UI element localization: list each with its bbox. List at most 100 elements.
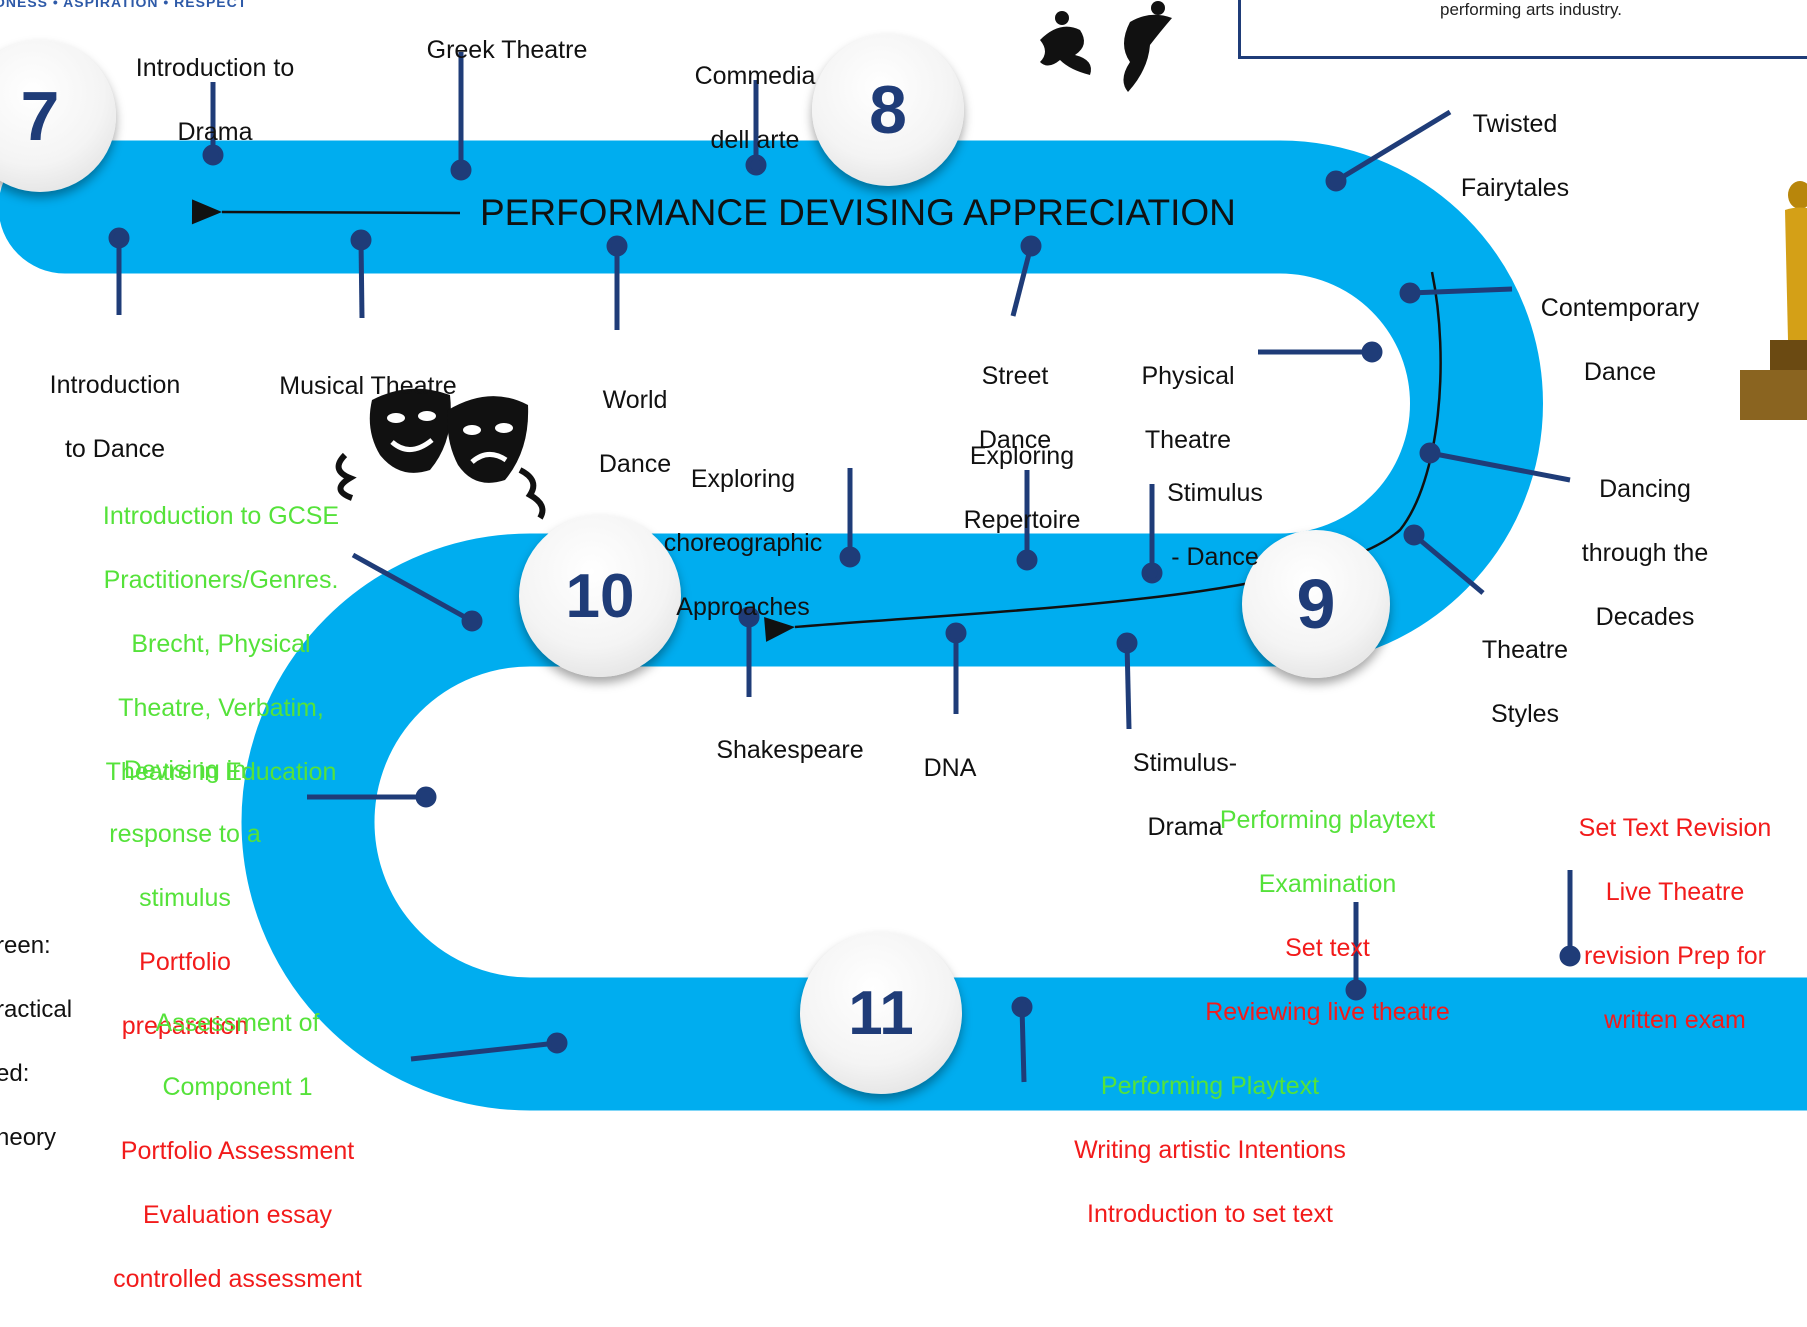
topic-physical-theatre: Physical Theatre — [1118, 328, 1258, 488]
topic-dancing-decades: Dancing through the Decades — [1560, 441, 1730, 665]
topic-assessment: Assessment of Component 1 Portfolio Asse… — [95, 975, 380, 1327]
pathway-banner: PERFORMANCE DEVISING APPRECIATION — [480, 192, 1236, 233]
label-line: Evaluation essay — [142, 1201, 332, 1229]
label-line: to Dance — [64, 435, 166, 463]
label-line: Stimulus — [1167, 479, 1263, 507]
topic-street-dance: Street Dance — [960, 328, 1070, 488]
label-line: Set text — [1285, 934, 1370, 962]
arrow-top — [191, 199, 461, 225]
label-line: response to a — [109, 820, 261, 848]
label-line: revision Prep for — [1583, 942, 1767, 970]
topic-shakespeare: Shakespeare — [700, 702, 880, 798]
label-line: Dance — [598, 450, 672, 478]
label-line: World — [602, 386, 668, 414]
label-line: written exam — [1604, 1006, 1746, 1034]
label-line: choreographic — [663, 529, 823, 557]
label-line: through the — [1581, 539, 1709, 567]
label-line: Stimulus- — [1132, 749, 1238, 777]
label-line: Component 1 — [162, 1073, 313, 1101]
label-line: Portfolio — [139, 948, 231, 976]
topic-world-dance: World Dance — [580, 352, 690, 512]
label-line: Approaches — [676, 593, 810, 621]
label-line: stimulus — [139, 884, 231, 912]
label-line: Musical Theatre — [279, 372, 457, 400]
learning-journey-diagram: ONESS • ASPIRATION • RESPECT performing … — [0, 0, 1807, 1293]
label-line: Performing Playtext — [1100, 1072, 1320, 1100]
label-line: Physical — [1141, 362, 1235, 390]
label-line: Greek Theatre — [426, 36, 588, 64]
year-11-badge: 11 — [800, 932, 962, 1094]
year-10-badge: 10 — [519, 515, 681, 677]
label-line: Fairytales — [1460, 174, 1570, 202]
label-line: Dancing — [1599, 475, 1691, 503]
topic-intro-drama: Introduction to Drama — [120, 20, 310, 180]
key-line: reen: — [0, 932, 51, 959]
topic-twisted-fairytales: Twisted Fairytales — [1440, 76, 1590, 236]
topic-greek-theatre: Greek Theatre — [407, 2, 607, 98]
info-box: performing arts industry. — [1238, 0, 1807, 59]
label-line: Repertoire — [963, 506, 1081, 534]
label-line: Introduction to — [135, 54, 295, 82]
label-line: Styles — [1490, 700, 1560, 728]
label-line: Introduction to set text — [1087, 1200, 1333, 1228]
label-line: Reviewing live theatre — [1205, 998, 1450, 1026]
label-line: DNA — [923, 754, 977, 782]
label-line: Set Text Revision — [1578, 814, 1772, 842]
topic-gcse-practitioners: Introduction to GCSE Practitioners/Genre… — [90, 468, 352, 820]
topic-dna: DNA — [900, 720, 1000, 816]
label-line: Dance — [1583, 358, 1657, 386]
year-7-badge: 7 — [0, 40, 116, 192]
dancers-icon — [1040, 1, 1172, 92]
label-line: Performing playtext — [1219, 806, 1436, 834]
topic-performing-playtext: Performing Playtext Writing artistic Int… — [1050, 1038, 1370, 1262]
topic-playtext: Performing playtext Examination Set text… — [1180, 772, 1475, 1060]
label-line: Exploring — [969, 442, 1075, 470]
label-line: Assessment of — [155, 1009, 320, 1037]
label-line: Theatre — [1144, 426, 1232, 454]
label-line: Drama — [177, 118, 253, 146]
label-line: Theatre — [1481, 636, 1569, 664]
school-motto: ONESS • ASPIRATION • RESPECT — [0, 0, 248, 10]
topic-commedia: Commedia dell arte — [670, 28, 840, 188]
topic-exploring-repertoire: Exploring Repertoire — [947, 408, 1097, 568]
topic-musical-theatre: Musical Theatre — [258, 338, 478, 434]
year-8-badge: 8 — [812, 34, 964, 186]
label-line: Portfolio Assessment — [120, 1137, 355, 1165]
label-line: controlled assessment — [113, 1265, 362, 1293]
topic-contemporary-dance: Contemporary Dance — [1525, 260, 1715, 420]
label-line: Twisted — [1472, 110, 1558, 138]
label-line: dell arte — [710, 126, 800, 154]
label-line: Dance — [978, 426, 1052, 454]
label-line: Introduction to GCSE — [102, 502, 340, 530]
label-line: Practitioners/Genres. — [103, 566, 339, 594]
label-line: Examination — [1258, 870, 1397, 898]
theatre-masks-icon — [335, 388, 546, 520]
label-line: Decades — [1595, 603, 1695, 631]
label-line: Exploring — [690, 465, 796, 493]
label-line: Devising in — [123, 756, 247, 784]
label-line: preparation — [121, 1012, 249, 1040]
oscar-statue-icon — [1740, 181, 1807, 420]
topic-devising: Devising in response to a stimulus Portf… — [80, 722, 290, 1074]
topic-set-text-revision: Set Text Revision Live Theatre revision … — [1555, 780, 1795, 1068]
info-box-text: performing arts industry. — [1439, 0, 1623, 19]
label-line: Commedia — [694, 62, 816, 90]
label-line: Drama — [1147, 813, 1223, 841]
key-line: ed: — [0, 1060, 30, 1087]
key-line: heory — [0, 1124, 57, 1151]
label-line: Live Theatre — [1605, 878, 1745, 906]
year-9-badge: 9 — [1242, 530, 1390, 678]
label-line: Introduction — [49, 371, 181, 399]
label-line: Theatre in Education — [105, 758, 337, 786]
label-line: Street — [981, 362, 1049, 390]
topic-exploring-choreo: Exploring choreographic Approaches — [643, 431, 843, 655]
label-line: Brecht, Physical — [131, 630, 311, 658]
label-line: - Dance — [1171, 543, 1259, 571]
key-line: ractical — [0, 996, 73, 1023]
label-line: Shakespeare — [716, 736, 864, 764]
label-line: Theatre, Verbatim, — [118, 694, 324, 722]
connectors — [108, 52, 1581, 1083]
topic-intro-dance: Introduction to Dance — [30, 337, 200, 497]
topic-stimulus-drama: Stimulus- Drama — [1115, 715, 1255, 875]
topic-theatre-styles: Theatre Styles — [1465, 602, 1585, 762]
